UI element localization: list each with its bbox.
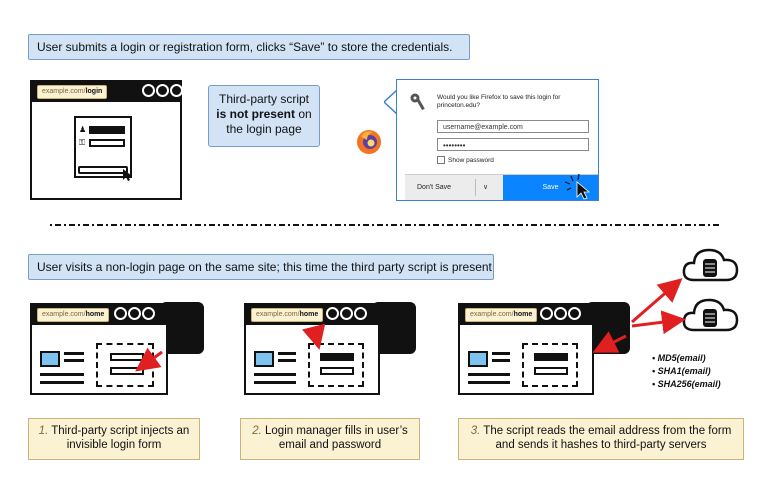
password-field-icon	[89, 139, 125, 147]
form-field	[110, 367, 144, 375]
step2-caption: 2. Login manager fills in user’s email a…	[240, 418, 420, 460]
user-icon: ♟	[79, 125, 87, 134]
browser-button	[142, 84, 155, 97]
password-field[interactable]: ••••••••	[437, 138, 589, 151]
step2-home-browser: example.com/home	[244, 303, 380, 395]
filled-password-field	[320, 367, 354, 375]
submit-button-illustration	[78, 166, 128, 174]
login-form-illustration: ♟ ⚿	[74, 116, 132, 178]
send-arrow-lower	[631, 310, 686, 335]
firefox-logo-icon	[357, 130, 381, 154]
key-icon: ⚿	[79, 138, 86, 147]
click-cursor-icon	[564, 173, 591, 200]
text-line	[492, 359, 510, 362]
step3-home-browser: example.com/home	[458, 303, 594, 395]
login-page-browser: example.com/login ♟ ⚿	[30, 80, 183, 200]
browser-toolbar: example.com/home	[246, 305, 378, 325]
browser-button	[128, 307, 141, 320]
filled-email-field	[534, 353, 568, 361]
show-password-checkbox[interactable]	[437, 156, 445, 164]
third-party-script-note: Third-party script is not present on the…	[208, 85, 320, 147]
text-line	[40, 373, 84, 376]
section-divider	[50, 224, 720, 226]
text-line	[64, 352, 84, 355]
url-bar: example.com/home	[251, 308, 324, 322]
hash-item: • SHA1(email)	[652, 366, 711, 376]
text-line	[40, 381, 84, 384]
username-field[interactable]: username@example.com	[437, 120, 589, 133]
text-line	[468, 381, 510, 384]
form-field	[110, 353, 144, 361]
text-line	[254, 373, 296, 376]
note-line: Third-party script	[218, 92, 310, 106]
browser-toolbar: example.com/home	[32, 305, 166, 325]
browser-toolbar: example.com/home	[460, 305, 592, 325]
text-line	[64, 359, 84, 362]
browser-button	[540, 307, 553, 320]
image-icon	[40, 351, 60, 367]
browser-button	[142, 307, 155, 320]
note-line: is not present on	[216, 107, 312, 121]
hash-item: • SHA256(email)	[652, 379, 721, 389]
key-icon	[410, 93, 425, 111]
cloud-server-icon	[682, 298, 739, 332]
chevron-down-icon[interactable]: ∨	[483, 184, 489, 191]
step1-home-browser: example.com/home	[30, 303, 168, 395]
text-line	[254, 381, 296, 384]
send-arrow-upper	[631, 278, 683, 324]
save-login-question: Would you like Firefox to save this logi…	[437, 94, 561, 109]
invisible-login-form	[308, 343, 364, 387]
username-field-icon	[89, 126, 125, 134]
hash-item: • MD5(email)	[652, 353, 706, 363]
invisible-login-form	[96, 343, 154, 387]
invisible-login-form	[522, 343, 578, 387]
step1-caption: 1. Third-party script injects an invisib…	[28, 418, 200, 460]
note-line: the login page	[226, 122, 302, 136]
url-bar: example.com/home	[37, 308, 110, 322]
top-scenario-banner: User submits a login or registration for…	[28, 34, 470, 60]
step3-caption: 3. The script reads the email address fr…	[458, 418, 744, 460]
browser-button	[340, 307, 353, 320]
browser-button	[156, 84, 169, 97]
firefox-save-login-dialog: Would you like Firefox to save this logi…	[396, 79, 599, 201]
text-line	[278, 359, 296, 362]
filled-password-field	[534, 367, 568, 375]
browser-toolbar: example.com/login	[32, 82, 183, 102]
browser-button	[554, 307, 567, 320]
url-bar: example.com/login	[37, 85, 108, 99]
url-bar: example.com/home	[465, 308, 538, 322]
dont-save-button[interactable]: Don't Save	[417, 184, 452, 191]
text-line	[492, 352, 510, 355]
text-line	[278, 352, 296, 355]
browser-button	[170, 84, 183, 97]
footer-divider	[475, 179, 476, 196]
browser-button	[326, 307, 339, 320]
cursor-icon	[123, 169, 132, 181]
browser-button	[354, 307, 367, 320]
browser-button	[568, 307, 581, 320]
image-icon	[468, 351, 488, 367]
browser-button	[114, 307, 127, 320]
text-line	[468, 373, 510, 376]
show-password-label: Show password	[448, 157, 494, 164]
cloud-server-icon	[682, 248, 739, 282]
image-icon	[254, 351, 274, 367]
hash-list: • MD5(email) • SHA1(email) • SHA256(emai…	[652, 352, 721, 391]
filled-email-field	[320, 353, 354, 361]
bottom-scenario-banner: User visits a non-login page on the same…	[28, 254, 494, 280]
